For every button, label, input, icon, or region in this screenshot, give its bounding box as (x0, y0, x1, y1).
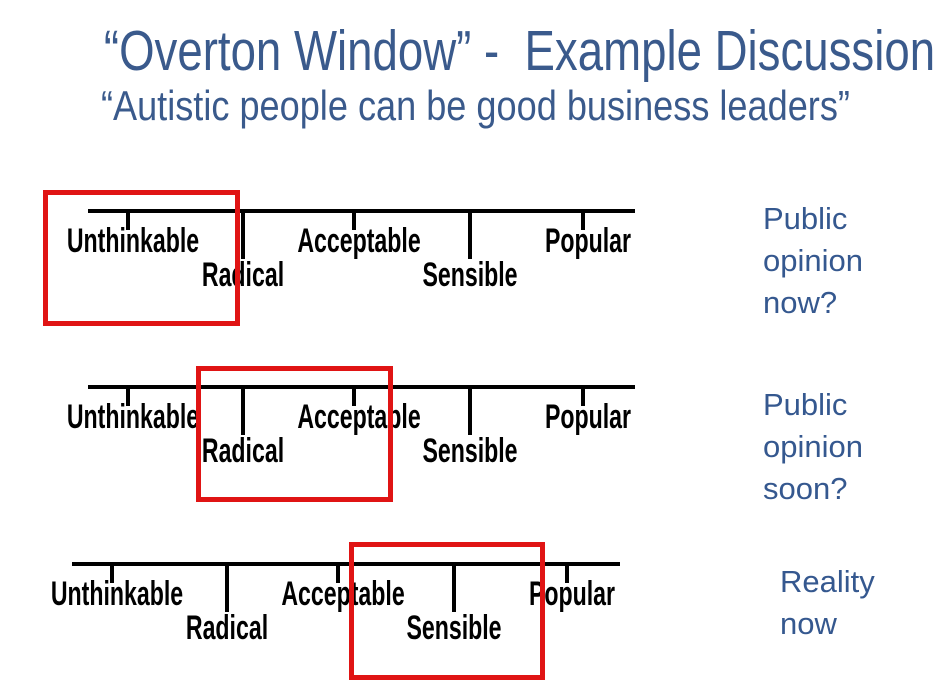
axis-label-sensible: Sensible (422, 432, 518, 470)
axis-line (88, 385, 635, 389)
axis-label-popular: Popular (528, 575, 616, 613)
tick-acceptable (336, 562, 340, 583)
axis-label-acceptable: Acceptable (297, 222, 421, 260)
axis-label-unthinkable: Unthinkable (66, 222, 200, 260)
axis-line (88, 209, 635, 213)
axis-label-acceptable: Acceptable (297, 398, 421, 436)
tick-popular (565, 562, 569, 583)
caption-public-opinion-soon: Public opinion soon? (763, 387, 863, 506)
slide-subtitle: “Autistic people can be good business le… (0, 82, 950, 130)
axis-label-unthinkable: Unthinkable (66, 398, 200, 436)
tick-sensible (468, 385, 472, 435)
tick-radical (241, 209, 245, 259)
tick-popular (581, 385, 585, 406)
axis-label-popular: Popular (544, 222, 632, 260)
slide-subtitle-text: “Autistic people can be good business le… (100, 82, 850, 129)
tick-unthinkable (126, 209, 130, 230)
tick-acceptable (352, 385, 356, 406)
slide-title-text: “Overton Window” - Example Discussion (103, 19, 936, 83)
overton-window-box-3 (349, 542, 545, 680)
axis-label-sensible: Sensible (406, 609, 502, 647)
axis-label-sensible: Sensible (422, 256, 518, 294)
axis-label-radical: Radical (185, 609, 269, 647)
axis-label-unthinkable: Unthinkable (50, 575, 184, 613)
tick-popular (581, 209, 585, 230)
tick-radical (225, 562, 229, 612)
tick-sensible (468, 209, 472, 259)
caption-public-opinion-now: Public opinion now? (763, 201, 863, 320)
overton-window-box-2 (196, 366, 393, 502)
tick-acceptable (352, 209, 356, 230)
axis-label-radical: Radical (201, 256, 285, 294)
tick-radical (241, 385, 245, 435)
overton-window-box-1 (43, 190, 240, 326)
axis-line (72, 562, 620, 566)
axis-label-popular: Popular (544, 398, 632, 436)
axis-label-acceptable: Acceptable (281, 575, 405, 613)
tick-unthinkable (126, 385, 130, 406)
axis-label-radical: Radical (201, 432, 285, 470)
caption-reality-now: Reality now (780, 564, 875, 641)
tick-unthinkable (110, 562, 114, 583)
slide-title: “Overton Window” - Example Discussion (0, 18, 950, 84)
tick-sensible (452, 562, 456, 612)
